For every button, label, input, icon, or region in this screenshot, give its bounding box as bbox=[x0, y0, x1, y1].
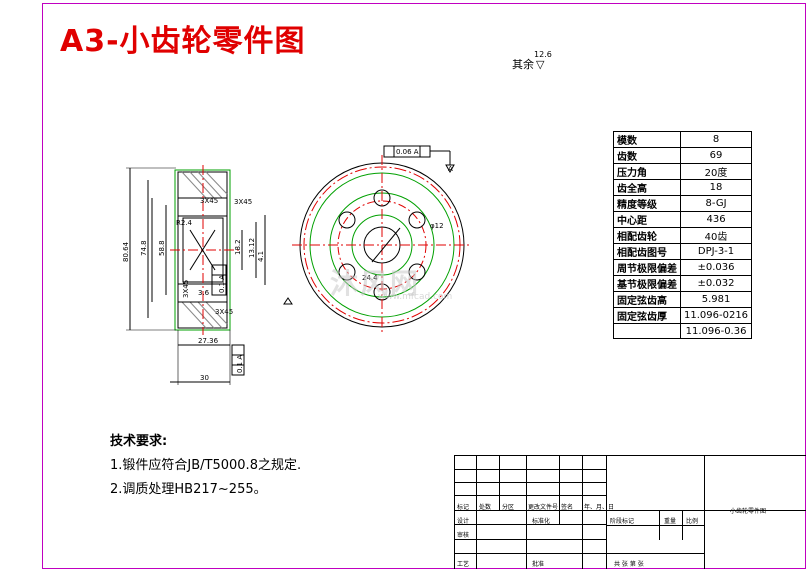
requirements-heading: 技术要求: bbox=[110, 434, 168, 449]
dim-chamfer-2: 3X45 bbox=[234, 198, 252, 206]
param-value: DPJ-3-1 bbox=[679, 243, 753, 260]
requirement-item: 1.锻件应符合JB/T5000.8之规定. bbox=[110, 458, 302, 473]
tb-label-stage: 阶段标记 bbox=[610, 518, 635, 525]
watermark-url: www.mfcad.com bbox=[378, 292, 453, 302]
param-value: 20度 bbox=[679, 163, 753, 180]
drawing-frame bbox=[42, 3, 806, 569]
param-value: 11.096-0216 bbox=[679, 307, 753, 324]
dim-width-3: 30 bbox=[200, 374, 209, 382]
dim-tol-2: 0.1 A bbox=[218, 275, 226, 293]
roughness-value: 12.6 bbox=[534, 50, 552, 59]
param-key-empty bbox=[613, 323, 681, 339]
tb-label-design: 设计 bbox=[457, 518, 470, 525]
tb-label-approve: 批准 bbox=[532, 561, 545, 568]
dim-width-1: 3.6 bbox=[198, 289, 210, 297]
dim-d3: 58.8 bbox=[158, 240, 166, 256]
param-value: ±0.032 bbox=[679, 275, 753, 292]
param-key: 周节极限偏差 bbox=[613, 259, 681, 276]
param-value: 5.981 bbox=[679, 291, 753, 308]
param-key: 模数 bbox=[613, 131, 681, 148]
tb-label-scale: 比例 bbox=[686, 518, 699, 525]
roughness-note: 其余▽ 12.6 bbox=[512, 50, 552, 71]
param-key: 压力角 bbox=[613, 163, 681, 180]
dim-radius: R2.4 bbox=[176, 219, 193, 227]
tb-label-date: 年、月、日 bbox=[584, 504, 615, 511]
dim-datum: A bbox=[448, 165, 453, 173]
drawing-title: A3-小齿轮零件图 bbox=[60, 24, 306, 59]
dim-tol-1: 0.1 A bbox=[236, 355, 244, 373]
roughness-label: 其余 bbox=[512, 58, 534, 71]
param-row: 基节极限偏差±0.032 bbox=[613, 275, 753, 292]
param-row-extra: 11.096-0.36 bbox=[613, 323, 753, 339]
param-key: 中心距 bbox=[613, 211, 681, 228]
dim-pcd: 24.4 bbox=[362, 274, 378, 282]
tb-label-count: 处数 bbox=[479, 504, 492, 511]
requirement-item: 2.调质处理HB217~255。 bbox=[110, 482, 267, 497]
param-key: 相配齿图号 bbox=[613, 243, 681, 260]
dim-d4: 18.2 bbox=[234, 239, 242, 255]
tb-label-sign: 签名 bbox=[561, 504, 574, 511]
title-block: 标记 处数 分区 更改文件号 签名 年、月、日 设计 标准化 审核 工艺 批准 … bbox=[454, 455, 806, 569]
param-value: 69 bbox=[679, 147, 753, 164]
dim-d2: 74.8 bbox=[140, 240, 148, 256]
tb-label-sheets: 共 张 第 张 bbox=[614, 561, 644, 568]
tb-label-change-doc: 更改文件号 bbox=[528, 504, 559, 511]
technical-requirements: 技术要求: 1.锻件应符合JB/T5000.8之规定. 2.调质处理HB217~… bbox=[110, 430, 301, 502]
dim-d5: 13.12 bbox=[248, 238, 256, 258]
dim-chamfer-3: 3X45 bbox=[182, 280, 190, 298]
param-value: 8 bbox=[679, 131, 753, 148]
tb-part-name: 小齿轮零件图 bbox=[730, 508, 767, 515]
dim-d1: 80.64 bbox=[122, 241, 130, 262]
param-key: 固定弦齿厚 bbox=[613, 307, 681, 324]
param-key: 相配齿轮 bbox=[613, 227, 681, 244]
tb-label-standard: 标准化 bbox=[532, 518, 551, 525]
param-value-extra: 11.096-0.36 bbox=[679, 323, 753, 339]
tb-label-weight: 重量 bbox=[664, 518, 677, 525]
front-view bbox=[283, 145, 472, 335]
dim-hole: φ12 bbox=[430, 222, 444, 230]
dim-chamfer-4: 3X45 bbox=[215, 308, 233, 316]
tb-label-mark: 标记 bbox=[457, 504, 470, 511]
param-value: 40齿 bbox=[679, 227, 753, 244]
dim-width-2: 27.36 bbox=[198, 337, 219, 345]
param-key: 齿全高 bbox=[613, 179, 681, 196]
watermark: 沐风网 bbox=[330, 267, 421, 300]
tb-label-review: 审核 bbox=[457, 532, 470, 539]
tb-label-process: 工艺 bbox=[457, 561, 470, 568]
dim-tol-top: 0.06 A bbox=[396, 148, 419, 156]
param-value: 18 bbox=[679, 179, 753, 196]
param-value: ±0.036 bbox=[679, 259, 753, 276]
param-key: 固定弦齿高 bbox=[613, 291, 681, 308]
param-key: 基节极限偏差 bbox=[613, 275, 681, 292]
param-value: 436 bbox=[679, 211, 753, 228]
param-key: 精度等级 bbox=[613, 195, 681, 212]
tb-label-zone: 分区 bbox=[502, 504, 515, 511]
dim-d6: 4.1 bbox=[257, 251, 265, 262]
param-value: 8-GJ bbox=[679, 195, 753, 212]
section-view bbox=[126, 165, 266, 385]
dim-chamfer-1: 3X45 bbox=[200, 197, 218, 205]
param-key: 齿数 bbox=[613, 147, 681, 164]
param-row: 周节极限偏差±0.036 bbox=[613, 259, 753, 276]
